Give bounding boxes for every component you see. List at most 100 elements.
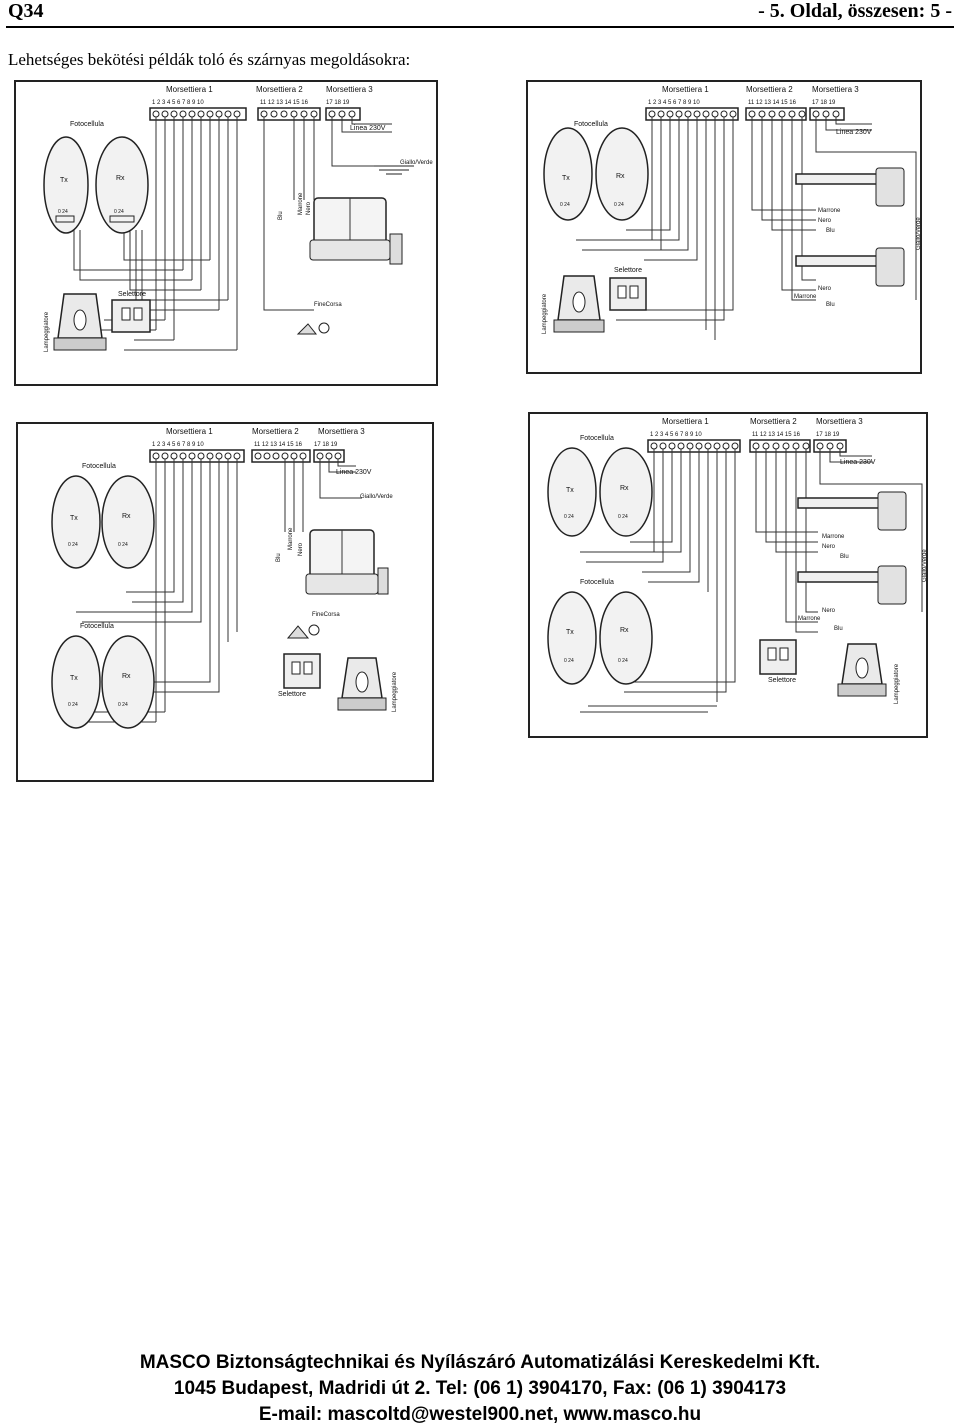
tx-voltage-2: 0 24 <box>564 658 574 664</box>
selector-icon <box>609 277 647 311</box>
tx-label-2: Tx <box>566 629 574 636</box>
terminal-3-label: Morsettiera 3 <box>812 85 859 94</box>
terminal-1-numbers: 1 2 3 4 5 6 7 8 9 10 <box>650 432 702 438</box>
selector-label: Selettore <box>278 691 306 698</box>
marrone-wire-label-2: Marrone <box>794 294 817 300</box>
blu-wire-label: Blu <box>278 211 284 220</box>
rx-voltage: 0 24 <box>118 542 128 548</box>
photocell-rx-icon <box>599 447 653 537</box>
terminal-1-label: Morsettiera 1 <box>166 427 213 436</box>
tx-label: Tx <box>566 487 574 494</box>
selector-label: Selettore <box>768 677 796 684</box>
blu-wire-label-2: Blu <box>834 626 843 632</box>
lamp-label: Lampeggiatore <box>542 293 548 334</box>
rx-voltage-2: 0 24 <box>618 658 628 664</box>
terminal-3-numbers: 17 18 19 <box>314 442 338 448</box>
terminal-1-label: Morsettiera 1 <box>662 417 709 426</box>
footer-address: 1045 Budapest, Madridi út 2. Tel: (06 1)… <box>173 1378 787 1399</box>
page-header: Q34 - 5. Oldal, összesen: 5 - <box>6 0 954 28</box>
limit-switch-label: FineCorsa <box>314 302 342 308</box>
selector-icon <box>283 653 321 689</box>
terminal-1-numbers: 1 2 3 4 5 6 7 8 9 10 <box>648 100 700 106</box>
tx-label-2: Tx <box>70 675 78 682</box>
terminal-1-numbers: 1 2 3 4 5 6 7 8 9 10 <box>152 442 204 448</box>
terminal-3-numbers: 17 18 19 <box>816 432 840 438</box>
photocell-rx-icon <box>95 136 149 234</box>
blu-wire-label: Blu <box>826 228 835 234</box>
section-subtitle: Lehetséges bekötési példák toló és szárn… <box>8 50 411 69</box>
terminal-3-label: Morsettiera 3 <box>326 85 373 94</box>
limit-switch-label: FineCorsa <box>312 612 340 618</box>
terminal-2-label: Morsettiera 2 <box>750 417 797 426</box>
terminal-2-label: Morsettiera 2 <box>252 427 299 436</box>
tx-label: Tx <box>60 177 68 184</box>
terminal-2-numbers: 11 12 13 14 15 16 <box>748 100 797 106</box>
tx-voltage: 0 24 <box>560 202 570 208</box>
earth-label: Giallo/Verde <box>922 549 928 582</box>
nero-wire-label-2: Nero <box>822 608 836 614</box>
photocell-tx-icon <box>51 475 101 569</box>
tx-voltage: 0 24 <box>564 514 574 520</box>
tx-voltage-2: 0 24 <box>68 702 78 708</box>
photocell-tx-icon <box>43 136 89 234</box>
terminal-2-label: Morsettiera 2 <box>746 85 793 94</box>
terminal-3-numbers: 17 18 19 <box>812 100 836 106</box>
selector-icon <box>759 639 797 675</box>
actuator-upper <box>797 497 891 509</box>
page-info: - 5. Oldal, összesen: 5 - <box>758 0 952 22</box>
actuator-upper <box>795 173 889 185</box>
photocell-label: Fotocellula <box>82 463 116 470</box>
photocell-label: Fotocellula <box>580 435 614 442</box>
marrone-wire-label: Marrone <box>822 534 845 540</box>
rx-voltage: 0 24 <box>114 209 124 215</box>
photocell-label: Fotocellula <box>70 121 104 128</box>
tx-label: Tx <box>70 515 78 522</box>
nero-wire-label: Nero <box>298 542 304 556</box>
earth-label: Giallo/Verde <box>360 494 393 500</box>
blu-wire-label-2: Blu <box>826 302 835 308</box>
photocell-tx-icon <box>543 127 593 221</box>
selector-label: Selettore <box>614 267 642 274</box>
rx-voltage: 0 24 <box>614 202 624 208</box>
earth-label: Giallo/Verde <box>916 217 922 250</box>
marrone-wire-label: Marrone <box>288 527 294 550</box>
limit-switch-icon <box>296 323 318 335</box>
wiring-diagram-swing-2: Morsettiera 1 Morsettiera 2 Morsettiera … <box>528 412 928 738</box>
rx-voltage: 0 24 <box>618 514 628 520</box>
limit-switch-icon <box>286 625 310 639</box>
line-230v-label: Linea 230V <box>336 469 372 476</box>
terminal-3-numbers: 17 18 19 <box>326 100 350 106</box>
nero-wire-label-2: Nero <box>818 286 832 292</box>
photocell-label-2: Fotocellula <box>580 579 614 586</box>
tx-voltage: 0 24 <box>58 209 68 215</box>
nero-wire-label: Nero <box>818 218 832 224</box>
photocell-tx-icon-2 <box>51 635 101 729</box>
document-code: Q34 <box>8 0 44 22</box>
footer-contact: E-mail: mascoltd@westel900.net, www.masc… <box>258 1404 702 1425</box>
lamp-label: Lampeggiatore <box>392 671 398 712</box>
terminal-3-label: Morsettiera 3 <box>816 417 863 426</box>
selector-label: Selettore <box>118 291 146 298</box>
marrone-wire-label: Marrone <box>818 208 841 214</box>
actuator-lower <box>797 571 891 583</box>
actuator-lower <box>795 255 889 267</box>
terminal-2-numbers: 11 12 13 14 15 16 <box>752 432 801 438</box>
rx-label: Rx <box>116 175 125 182</box>
footer-company: MASCO Biztonságtechnikai és Nyílászáró A… <box>139 1352 821 1373</box>
rx-voltage-2: 0 24 <box>118 702 128 708</box>
blu-wire-label: Blu <box>276 553 282 562</box>
marrone-wire-label-2: Marrone <box>798 616 821 622</box>
earth-label: Giallo/Verde <box>400 160 433 166</box>
photocell-rx-icon-2 <box>599 591 653 685</box>
rx-label-2: Rx <box>620 627 629 634</box>
photocell-rx-icon <box>595 127 649 221</box>
nero-wire-label: Nero <box>306 201 312 215</box>
photocell-label: Fotocellula <box>574 121 608 128</box>
photocell-rx-icon-2 <box>101 635 155 729</box>
rx-label: Rx <box>122 513 131 520</box>
blu-wire-label: Blu <box>840 554 849 560</box>
rx-label-2: Rx <box>122 673 131 680</box>
wiring-diagram-swing-1: Morsettiera 1 Morsettiera 2 Morsettiera … <box>526 80 922 374</box>
terminal-1-label: Morsettiera 1 <box>662 85 709 94</box>
nero-wire-label: Nero <box>822 544 836 550</box>
